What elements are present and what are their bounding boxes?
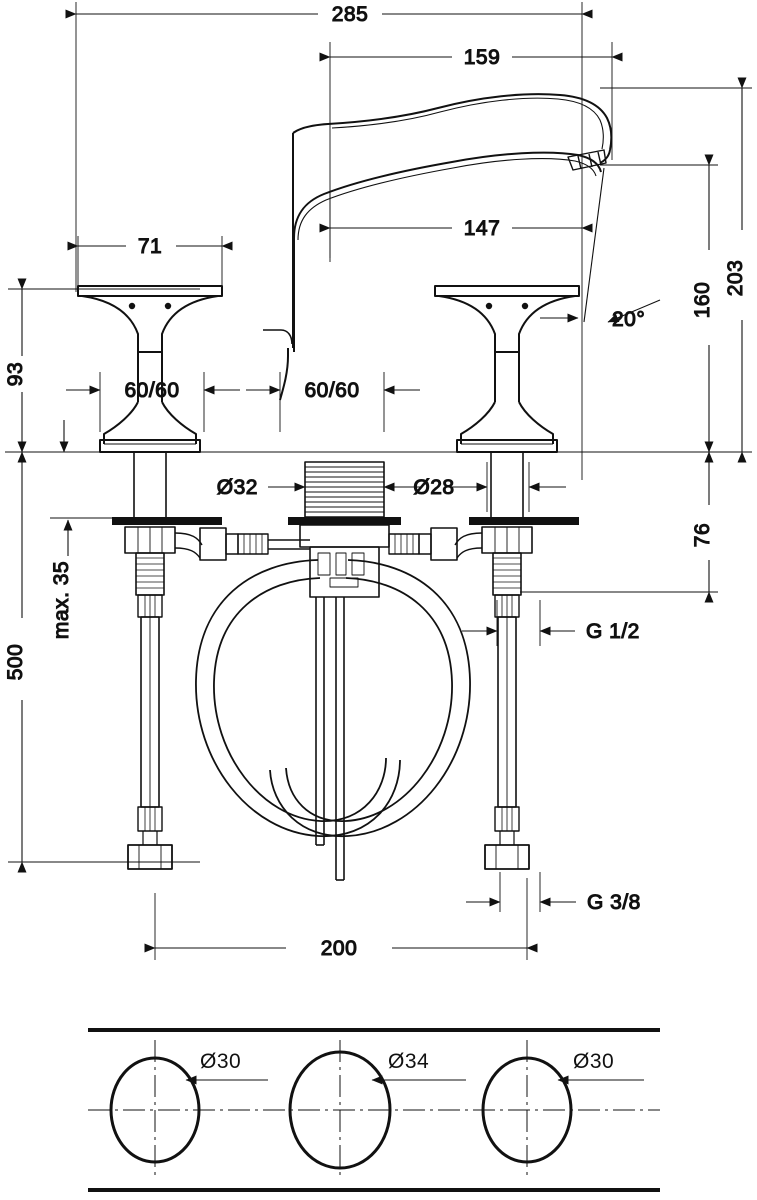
dimension-label-285: 285 — [332, 3, 369, 26]
dimension-label-60-60-left: 60/60 — [124, 379, 179, 402]
dimension-label-20deg: 20° — [612, 308, 645, 331]
dimension-label-g38: G 3/8 — [587, 891, 641, 914]
plan-hole-center — [288, 1050, 392, 1170]
dimension-label-159: 159 — [464, 46, 501, 69]
plan-hole-left — [109, 1056, 201, 1164]
dimension-label-160: 160 — [691, 282, 714, 319]
plan-view: Ø30 Ø34 Ø30 — [88, 1028, 660, 1192]
spout-inner-body — [293, 151, 602, 348]
spout-outer-highlight — [331, 97, 604, 150]
spout-outer-body — [292, 93, 613, 151]
spout-aerator — [567, 149, 607, 171]
extension-lines — [5, 2, 752, 960]
left-valve-assembly — [112, 452, 310, 870]
dimension-label-60-60-right: 60/60 — [304, 379, 359, 402]
dimension-label-g12: G 1/2 — [586, 620, 640, 643]
dimension-label-dia32: Ø32 — [217, 476, 258, 499]
right-valve-assembly — [388, 452, 579, 870]
dimension-label-200: 200 — [321, 937, 358, 960]
dimension-label-93: 93 — [4, 362, 27, 386]
handle-right — [434, 285, 580, 453]
plan-label-hole-left: Ø30 — [200, 1050, 241, 1073]
dimension-label-147: 147 — [464, 217, 501, 240]
dimension-label-76: 76 — [691, 523, 714, 547]
dimension-label-max-35: max. 35 — [50, 561, 73, 639]
spout-base-bell — [279, 348, 289, 401]
plan-label-hole-center: Ø34 — [388, 1050, 429, 1073]
faucet-elevation-geometry — [77, 93, 613, 881]
dimension-label-71: 71 — [138, 235, 162, 258]
plan-label-hole-right: Ø30 — [573, 1050, 614, 1073]
dimension-label-500: 500 — [4, 644, 27, 681]
plan-hole-right — [481, 1056, 573, 1164]
handle-left — [77, 285, 223, 453]
spout-tip-edge — [599, 149, 611, 164]
flexible-hose-loops — [195, 559, 471, 837]
pop-up-lift-rod — [263, 329, 293, 345]
dimension-label-203: 203 — [724, 260, 747, 297]
dimension-label-dia28: Ø28 — [413, 476, 454, 499]
angle-indicator-20deg — [540, 167, 661, 323]
